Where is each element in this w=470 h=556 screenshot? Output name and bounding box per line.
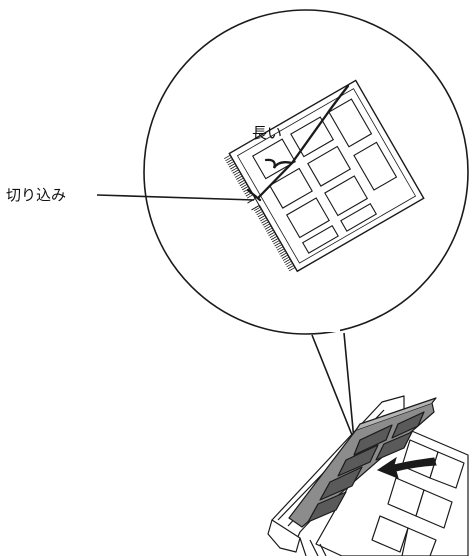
module-contact-pin — [272, 238, 279, 243]
module-contact-pin — [246, 194, 254, 199]
module-contact-pin — [257, 213, 265, 218]
module-contact-pin — [275, 244, 283, 249]
module-contact-pin — [226, 159, 233, 164]
module-contact-pin — [263, 223, 271, 228]
module-contact-pin — [279, 250, 286, 255]
module-contact-pin — [282, 256, 290, 261]
module-contact-pin — [273, 240, 280, 245]
module-contact-pin — [264, 225, 272, 230]
module-contact-pin — [267, 229, 274, 234]
module-contact-pin — [280, 252, 287, 257]
module-contact-pin — [228, 163, 236, 168]
long-side-label: 長い — [252, 124, 282, 142]
module-contact-pin — [284, 258, 291, 263]
module-contact-pin — [260, 217, 267, 222]
lower-module-chips — [371, 439, 465, 556]
module-contact-pin — [281, 254, 289, 259]
module-contact-pin — [232, 169, 239, 174]
module-contact-pin — [258, 215, 266, 220]
module-contact-pin — [286, 262, 293, 268]
module-contact-pin — [227, 161, 235, 166]
module-contact-pin — [233, 171, 241, 176]
module-contact-pin — [236, 175, 243, 180]
module-contact-pin — [270, 235, 278, 241]
module-contact-pin — [269, 233, 277, 239]
module-contact-pin — [230, 165, 237, 170]
module-contact-pin — [274, 242, 281, 247]
module-contact-pin — [285, 260, 292, 266]
module-contact-pin — [254, 206, 261, 212]
module-contact-pin — [287, 265, 295, 270]
inserted-module-chips — [307, 411, 425, 523]
module-contact-pin — [255, 208, 262, 214]
module-contact-pin — [224, 154, 231, 160]
module-contact-pin — [231, 167, 238, 172]
module-contact-pin — [268, 231, 275, 236]
notch-leader-line — [96, 194, 255, 201]
module-contact-pin — [266, 227, 273, 232]
insert-direction-arrow-icon — [376, 456, 437, 479]
module-contact-pin — [288, 267, 296, 272]
module-contact-pin — [238, 179, 245, 184]
module-contact-pin — [261, 219, 268, 224]
module-contact-pin — [256, 210, 263, 216]
long-side-bracket — [246, 84, 350, 202]
module-contact-pin — [278, 248, 285, 253]
module-contact-pin — [262, 221, 269, 226]
module-contact-pin — [237, 177, 244, 182]
module-contact-pin — [276, 246, 284, 251]
module-contact-pin — [240, 183, 248, 189]
module-contact-pin — [225, 156, 232, 162]
module-contact-pin — [242, 186, 249, 191]
module-contact-pin — [234, 173, 242, 178]
notch-label: 切り込み — [6, 186, 66, 204]
memory-slot-assembly — [267, 395, 469, 556]
module-contacts — [224, 154, 296, 272]
module-contact-pin — [239, 181, 247, 187]
